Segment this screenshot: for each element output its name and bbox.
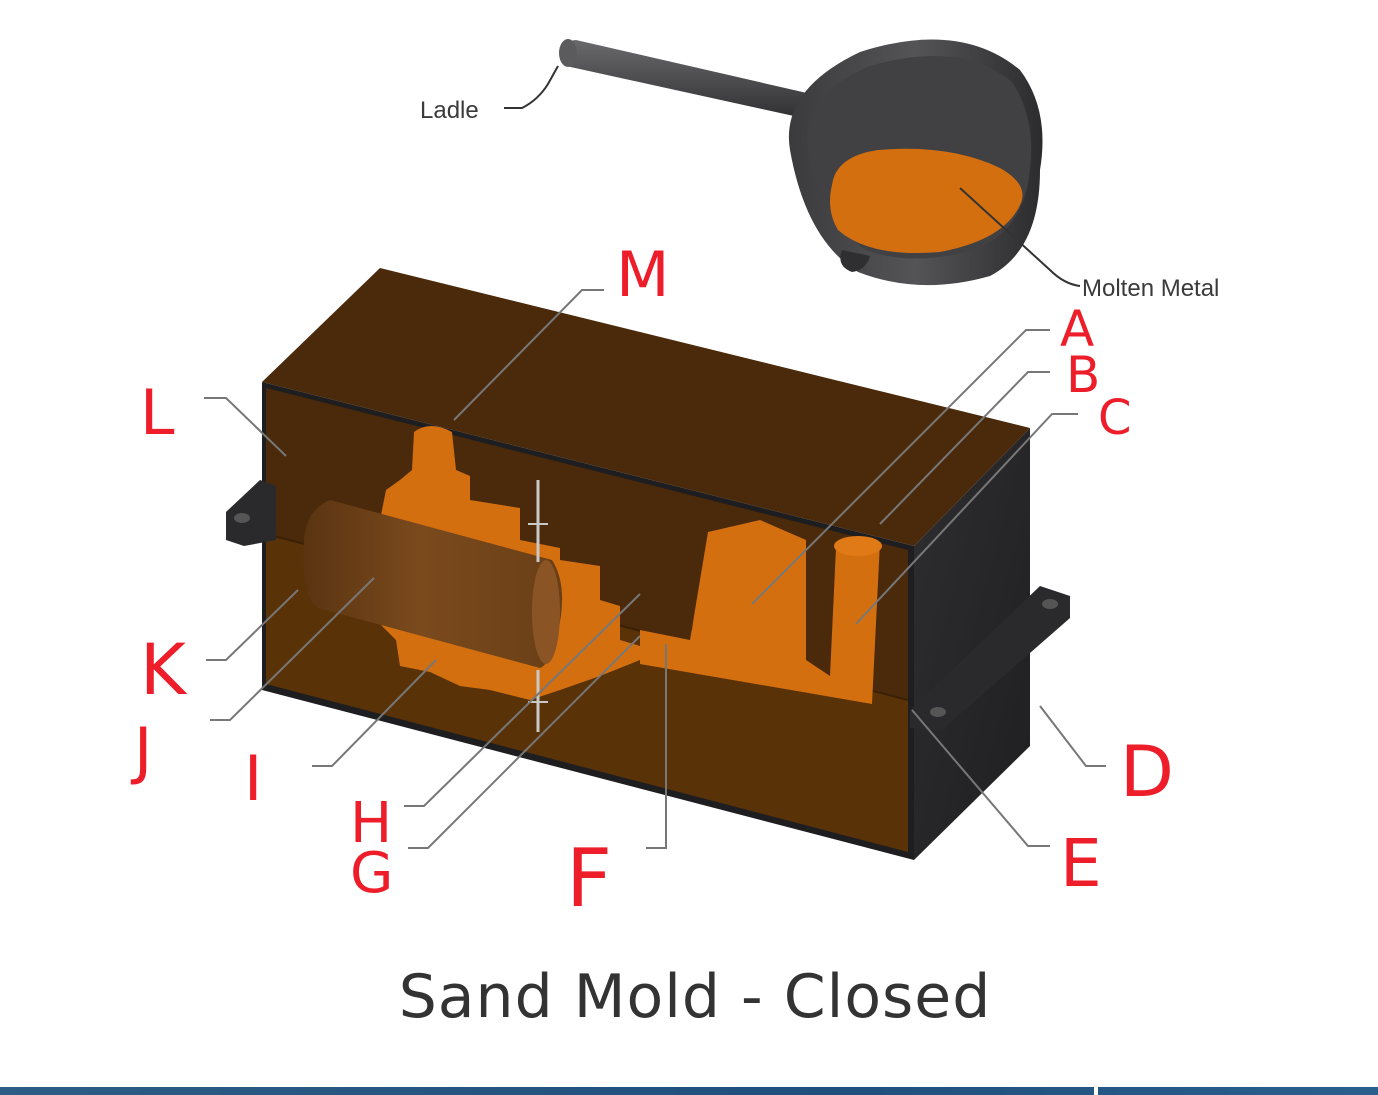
molten-metal bbox=[830, 148, 1023, 254]
sand-between bbox=[652, 534, 704, 630]
leader-c bbox=[855, 413, 1078, 625]
leader-i bbox=[312, 659, 437, 767]
ladle bbox=[559, 39, 1043, 286]
runner-and-gate bbox=[640, 520, 880, 704]
handwritten-labels: M A B C D E F G H I J K L bbox=[130, 238, 1174, 925]
label-f: F bbox=[566, 832, 612, 925]
left-flange bbox=[226, 480, 276, 546]
mold-right-side bbox=[914, 428, 1030, 860]
ladle-leader bbox=[504, 65, 559, 109]
label-c: C bbox=[1098, 390, 1132, 446]
molten-metal-leader bbox=[959, 187, 1081, 287]
left-flange-pin bbox=[234, 513, 250, 523]
leader-j bbox=[210, 577, 375, 721]
label-d: D bbox=[1120, 731, 1174, 813]
leader-e bbox=[911, 709, 1050, 847]
label-g: G bbox=[350, 841, 393, 906]
right-flange-pin-2 bbox=[930, 707, 946, 717]
leader-m bbox=[453, 289, 604, 421]
label-e: E bbox=[1060, 825, 1102, 902]
molten-metal-label: Molten Metal bbox=[1082, 275, 1219, 302]
ladle-spout bbox=[840, 250, 870, 272]
leader-d bbox=[1039, 705, 1106, 767]
leader-a bbox=[751, 329, 1050, 605]
pouring-basin bbox=[834, 536, 882, 556]
right-flange-pin bbox=[1042, 599, 1058, 609]
bottom-bar bbox=[0, 1087, 1378, 1095]
label-m: M bbox=[616, 238, 670, 311]
core bbox=[303, 500, 563, 668]
label-a: A bbox=[1060, 300, 1094, 358]
ladle-handle-end bbox=[559, 39, 577, 67]
leader-h bbox=[404, 593, 641, 807]
printed-leaders bbox=[504, 65, 1081, 287]
bottom-bar-divider bbox=[1094, 1085, 1098, 1095]
label-b: B bbox=[1066, 346, 1100, 404]
label-j: J bbox=[130, 714, 152, 787]
label-leaders bbox=[204, 289, 1106, 849]
label-h: H bbox=[350, 791, 392, 856]
label-i: I bbox=[244, 742, 262, 815]
leader-f bbox=[646, 644, 667, 849]
label-l: L bbox=[140, 376, 175, 449]
mold-top-face bbox=[262, 268, 1030, 546]
ladle-handle bbox=[560, 40, 820, 120]
right-flange bbox=[910, 586, 1070, 730]
leader-l bbox=[204, 397, 287, 457]
leader-g bbox=[408, 635, 641, 849]
core-end bbox=[532, 560, 560, 664]
leader-k bbox=[206, 589, 299, 661]
diagram-caption: Sand Mold - Closed bbox=[398, 962, 992, 1032]
leader-b bbox=[879, 371, 1050, 525]
label-k: K bbox=[140, 629, 188, 711]
ladle-label: Ladle bbox=[420, 97, 479, 124]
mold-cavity bbox=[303, 426, 882, 732]
